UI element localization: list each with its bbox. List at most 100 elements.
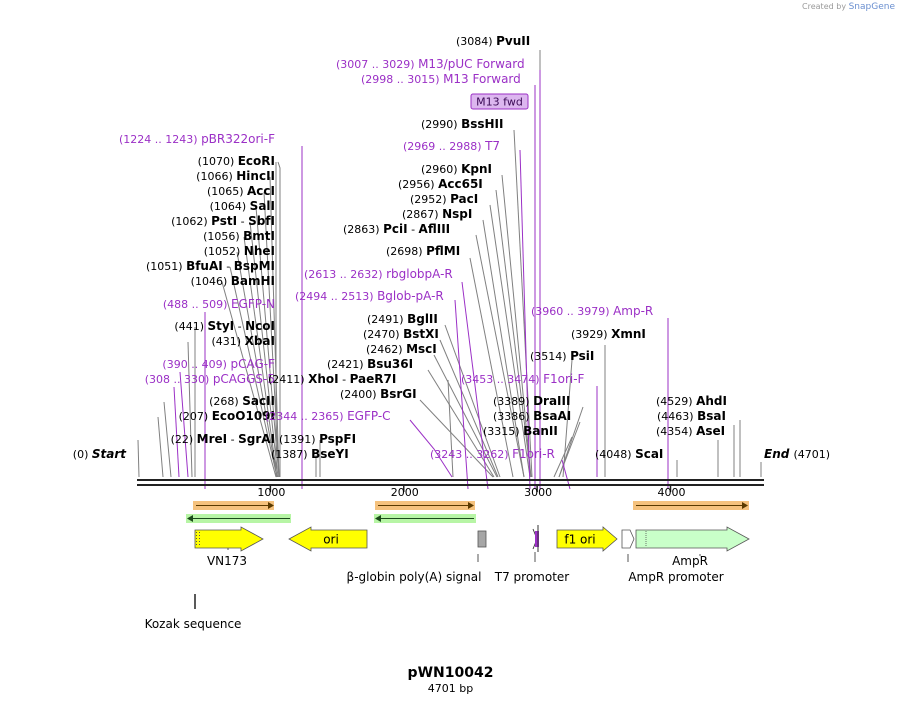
axis-tick-label-2000: 2000 xyxy=(391,486,419,499)
enzyme-label-kpni[interactable]: (2960) KpnI xyxy=(421,162,492,176)
psti-line xyxy=(249,221,279,478)
enzyme-label-nspi[interactable]: (2867) NspI xyxy=(402,207,472,221)
enzyme-label-bsu36i[interactable]: (2421) Bsu36I xyxy=(327,357,413,371)
enzyme-label-psii[interactable]: (3514) PsiI xyxy=(530,349,594,363)
ampr-feature[interactable] xyxy=(635,526,750,552)
enzyme-label-acc65i[interactable]: (2956) Acc65I xyxy=(398,177,483,191)
enzyme-label-bstxi[interactable]: (2470) BstXI xyxy=(363,327,439,341)
xhoi-line xyxy=(447,379,454,478)
globin-feature[interactable] xyxy=(477,530,487,548)
primer-label-egfp-n[interactable]: (488 .. 509) EGFP-N xyxy=(163,297,275,311)
enzyme-label-styi[interactable]: (441) StyI - NcoI xyxy=(174,319,275,333)
nspi-line xyxy=(482,219,525,478)
enzyme-label-pspfi[interactable]: (1391) PspFI xyxy=(279,432,356,446)
primer-label-f1ori-f[interactable]: (3453 .. 3474) F1ori-F xyxy=(461,372,585,386)
ori-feature[interactable] xyxy=(288,526,368,552)
vn173-feature[interactable] xyxy=(194,526,264,552)
enzyme-label-psti[interactable]: (1062) PstI - SbfI xyxy=(171,214,275,228)
primer-label-m13-forward[interactable]: (2998 .. 3015) M13 Forward xyxy=(361,72,521,86)
axis-tick-label-4000: 4000 xyxy=(658,486,686,499)
enzyme-label-bsshii[interactable]: (2990) BssHII xyxy=(421,117,503,131)
enzyme-label-draiii[interactable]: (3389) DraIII xyxy=(493,394,570,408)
enzyme-label-xhoi[interactable]: (2411) XhoI - PaeR7I xyxy=(268,372,396,386)
enzyme-label-bseyi[interactable]: (1387) BseYI xyxy=(271,447,349,461)
primer-label-pcaggs-5[interactable]: (308 .. 330) pCAGGS-5 xyxy=(145,372,275,386)
enzyme-label-sacii[interactable]: (268) SacII xyxy=(209,394,275,408)
bamhi-line xyxy=(221,281,277,478)
sali-line xyxy=(255,206,280,478)
enzyme-label-bfuai[interactable]: (1051) BfuAI - BspMI xyxy=(146,259,275,273)
start-label: (0) Start xyxy=(73,447,127,461)
enzyme-label-bsaai[interactable]: (3386) BsaAI xyxy=(493,409,571,423)
primer-pointer-lines xyxy=(173,70,669,490)
plasmid-length: 4701 bp xyxy=(427,682,474,695)
ori-label: ori xyxy=(323,533,339,547)
enzyme-label-banii[interactable]: (3315) BanII xyxy=(483,424,558,438)
snapgene-credit: Created by SnapGene xyxy=(802,2,895,12)
ecori-line xyxy=(277,161,281,477)
enzyme-label-pvuii[interactable]: (3084) PvuII xyxy=(456,34,530,48)
axis-tick-label-3000: 3000 xyxy=(524,486,552,499)
enzyme-label-bsai[interactable]: (4463) BsaI xyxy=(657,409,726,423)
bglob-pa-r-line xyxy=(454,299,469,490)
primer-label-m13-puc-forward[interactable]: (3007 .. 3029) M13/pUC Forward xyxy=(336,57,525,71)
axis-tick-label-1000: 1000 xyxy=(257,486,285,499)
ampr-promoter-feature[interactable] xyxy=(621,529,635,549)
primer-label-pbr322ori-f[interactable]: (1224 .. 1243) pBR322ori-F xyxy=(119,132,275,146)
primer-label-t7[interactable]: (2969 .. 2988) T7 xyxy=(403,139,500,153)
enzyme-label-xbai[interactable]: (431) XbaI xyxy=(212,334,275,348)
ecoo109i-line xyxy=(157,416,164,478)
bsu36i-line xyxy=(427,369,495,478)
bsshii-line xyxy=(513,129,533,478)
primer-label-pcag-f[interactable]: (390 .. 409) pCAG-F xyxy=(162,357,275,371)
enzyme-label-ecoo109i[interactable]: (207) EcoO109I xyxy=(179,409,275,423)
end-label: End (4701) xyxy=(764,447,830,461)
enzyme-label-sali[interactable]: (1064) SalI xyxy=(210,199,275,213)
enzyme-label-ecori[interactable]: (1070) EcoRI xyxy=(198,154,275,168)
kozak-label: Kozak sequence xyxy=(145,617,242,631)
bsaai-line xyxy=(558,421,581,478)
m13-fwd-badge[interactable]: M13 fwd xyxy=(470,93,529,110)
primer-label-rbglobpa-r[interactable]: (2613 .. 2632) rbglobpA-R xyxy=(304,267,453,281)
primer-label-amp-r[interactable]: (3960 .. 3979) Amp-R xyxy=(531,304,653,318)
ampr-promoter-label: AmpR promoter xyxy=(628,570,723,584)
backbone: 1000 2000 3000 4000 xyxy=(137,479,764,499)
primer-label-f1ori-r[interactable]: (3243 .. 3262) F1ori-R xyxy=(430,447,555,461)
enzyme-label-ahdi[interactable]: (4529) AhdI xyxy=(656,394,727,408)
msci-line xyxy=(433,354,498,478)
enzyme-label-acci[interactable]: (1065) AccI xyxy=(207,184,275,198)
enzyme-label-scai[interactable]: (4048) ScaI xyxy=(595,447,663,461)
enzyme-label-nhei[interactable]: (1052) NheI xyxy=(204,244,275,258)
t7-line xyxy=(519,149,531,490)
pcag-f-line xyxy=(179,371,189,478)
enzyme-label-pflmi[interactable]: (2698) PflMI xyxy=(386,244,460,258)
plasmid-name: pWN10042 xyxy=(407,665,494,681)
enzyme-label-hincii[interactable]: (1066) HincII xyxy=(196,169,275,183)
kpni-line xyxy=(501,174,532,478)
bglii-line xyxy=(444,324,501,478)
egfp-c-line xyxy=(409,419,453,478)
pflmi-line xyxy=(469,257,514,478)
enzyme-label-mrei[interactable]: (22) MreI - SgrAI xyxy=(171,432,275,446)
mrei-line xyxy=(137,439,140,478)
f1-ori-feature[interactable] xyxy=(556,526,618,552)
primer-label-egfp-c[interactable]: (2344 .. 2365) EGFP-C xyxy=(265,409,391,423)
orf-row xyxy=(186,501,749,523)
enzyme-label-asei[interactable]: (4354) AseI xyxy=(656,424,725,438)
pcaggs-5-line xyxy=(173,386,180,478)
hincii-line xyxy=(269,176,280,478)
rbglobpa-r-line xyxy=(461,281,489,490)
enzyme-label-bglii[interactable]: (2491) BglII xyxy=(367,312,438,326)
enzyme-label-pcii[interactable]: (2863) PciI - AflIII xyxy=(343,222,450,236)
primer-label-bglob-pa-r[interactable]: (2494 .. 2513) Bglob-pA-R xyxy=(295,289,444,303)
enzyme-label-bsrgi[interactable]: (2400) BsrGI xyxy=(340,387,417,401)
enzyme-label-xmni[interactable]: (3929) XmnI xyxy=(571,327,646,341)
paci-line xyxy=(489,204,531,478)
snapgene-brand: SnapGene xyxy=(848,2,895,12)
m13-fwd-badge-label: M13 fwd xyxy=(476,96,523,109)
enzyme-label-bamhi[interactable]: (1046) BamHI xyxy=(191,274,275,288)
enzyme-label-paci[interactable]: (2952) PacI xyxy=(410,192,478,206)
enzyme-label-msci[interactable]: (2462) MscI xyxy=(366,342,437,356)
enzyme-label-bmti[interactable]: (1056) BmtI xyxy=(203,229,275,243)
